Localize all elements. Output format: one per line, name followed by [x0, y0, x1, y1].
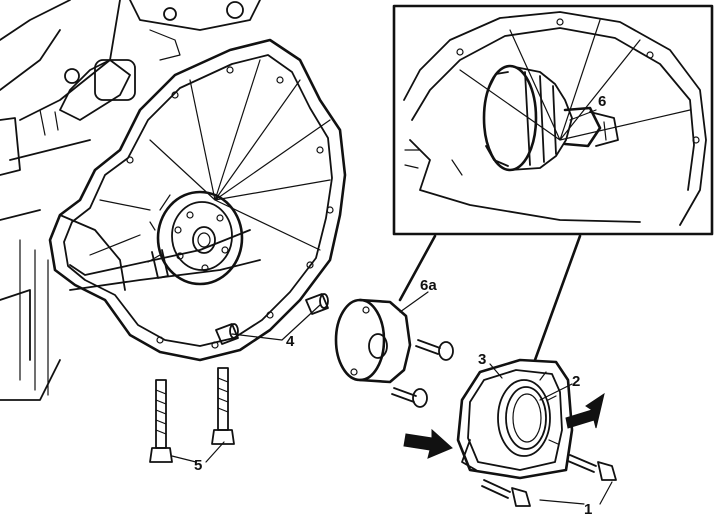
dowel-pin-upper: [305, 293, 329, 315]
callout-4: 4: [286, 333, 295, 350]
adapter-bolt-lower: [391, 387, 428, 408]
leader-line-6a: [399, 291, 429, 313]
callout-3: 3: [478, 351, 486, 368]
dowel-pin-lower: [215, 323, 239, 345]
bellhouse-adapter-plate: [48, 38, 347, 362]
engine-block: [0, 0, 261, 401]
callout-5: 5: [194, 457, 202, 474]
press-arrow-left: [403, 428, 453, 459]
projection-line-right: [533, 234, 582, 362]
press-arrow-right: [565, 392, 605, 429]
callout-1: 1: [584, 501, 592, 518]
leader-line-6: [569, 109, 597, 121]
rear-seal-housing: [456, 358, 574, 480]
leader-line-4: [231, 304, 321, 341]
callout-2: 2: [572, 373, 580, 390]
long-bolt-right: [211, 367, 235, 445]
projection-line-left: [398, 234, 437, 302]
adapter-bolt-upper: [415, 339, 454, 361]
housing-bolt-right: [567, 454, 617, 481]
leader-line-5: [171, 441, 225, 463]
housing-bolt-lower: [481, 479, 531, 507]
seal-installer-tool: [482, 64, 619, 172]
long-bolt-left: [149, 379, 173, 463]
leader-line-1: [539, 481, 613, 505]
leader-line-2: [539, 383, 573, 401]
callout-6: 6: [598, 93, 606, 110]
crankshaft-flange: [147, 190, 244, 286]
callout-6a: 6a: [420, 277, 437, 294]
leader-line-3: [489, 363, 503, 379]
inset-detail-box: [392, 4, 714, 236]
seal-installer-adapter: [334, 298, 412, 384]
